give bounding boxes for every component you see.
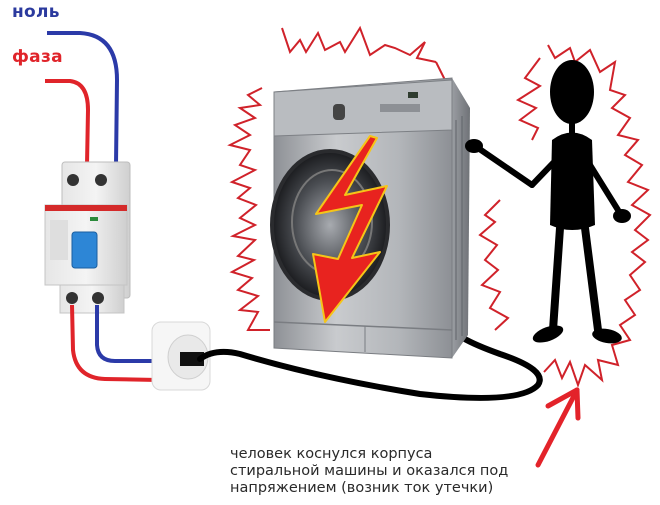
neutral-wire-top	[47, 31, 120, 166]
lightning-bolt-icon	[312, 135, 388, 323]
control-knob	[333, 104, 345, 120]
plug	[180, 352, 204, 366]
phase-label: фаза	[12, 47, 63, 67]
arrow-icon	[535, 387, 581, 468]
shock-outline-person	[478, 44, 652, 389]
phase-wire-top	[45, 79, 91, 166]
neutral-wire-bottom	[95, 305, 158, 363]
neutral-label: ноль	[12, 2, 60, 22]
toggle-lever	[71, 231, 98, 269]
phase-wire-bottom	[70, 304, 159, 382]
terminal-screw-icon	[67, 174, 79, 186]
wall-socket	[151, 321, 211, 391]
caption: человек коснулся корпуса стиральной маши…	[230, 446, 508, 497]
caption-line: человек коснулся корпуса	[230, 446, 433, 462]
caption-line: стиральной машины и оказался под	[230, 463, 509, 479]
caption-line: напряжением (возник ток утечки)	[230, 480, 494, 496]
stick-figure-person	[465, 60, 631, 344]
terminal-screw-icon	[92, 292, 104, 304]
rcd-breaker	[44, 161, 131, 314]
power-cable	[197, 335, 543, 401]
terminal-screw-icon	[95, 174, 107, 186]
person-head	[550, 60, 594, 124]
terminal-screw-icon	[66, 292, 78, 304]
